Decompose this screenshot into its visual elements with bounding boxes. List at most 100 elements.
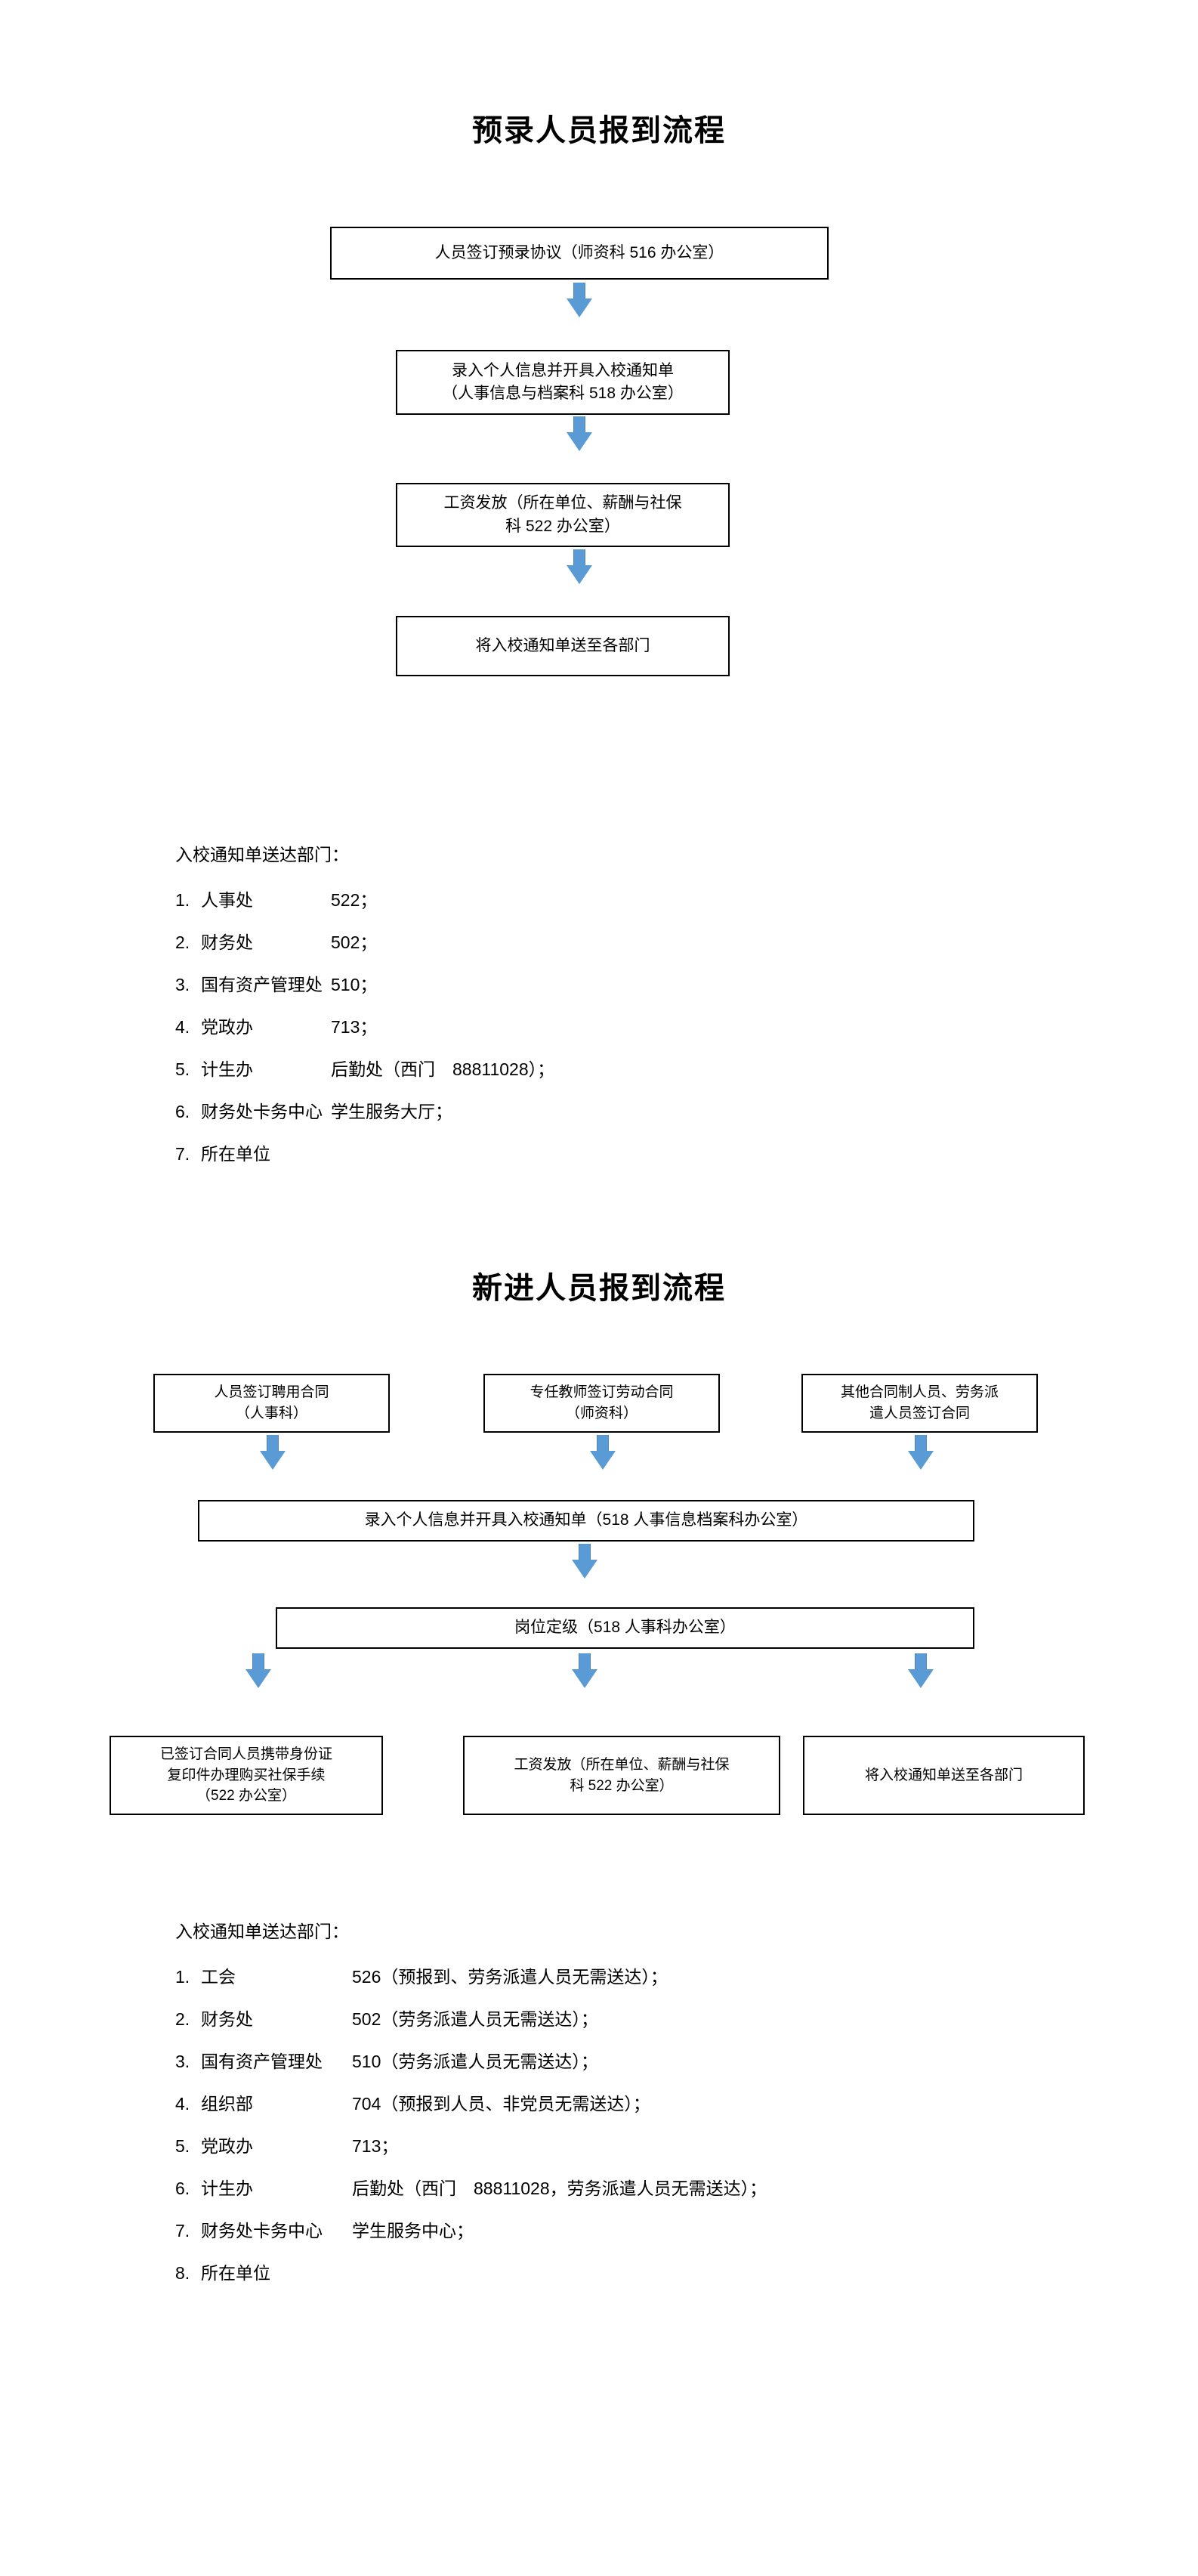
- list-item-number: 4.: [175, 1017, 190, 1037]
- flow-box-line: 复印件办理购买社保手续: [167, 1767, 326, 1783]
- flow-box-line: 将入校通知单送至各部门: [475, 636, 650, 654]
- list-heading: 入校通知单送达部门：: [175, 1922, 349, 1941]
- flow-box-sign-pre-hire-agreement: 人员签订预录协议（师资科 516 办公室）: [330, 227, 829, 280]
- flow-box-line: 人员签订预录协议（师资科 516 办公室）: [434, 243, 724, 261]
- list-item: 7. 财务处卡务中心 学生服务中心；: [175, 2216, 767, 2242]
- flow-box-line: 科 522 办公室）: [505, 517, 620, 535]
- flow-box-position-grading: 岗位定级（518 人事科办公室）: [276, 1607, 974, 1649]
- list-item: 1. 工会 526（预报到、劳务派遣人员无需送达）；: [175, 1962, 767, 1988]
- flow-box-line: （人事信息与档案科 518 办公室）: [442, 385, 684, 402]
- flow-box-line: （522 办公室）: [196, 1788, 296, 1804]
- arrow-down-icon: [245, 1653, 271, 1688]
- list-item-department: 工会: [201, 1967, 236, 1987]
- list-item-number: 5.: [175, 2136, 190, 2156]
- arrow-down-icon: [567, 283, 592, 317]
- list-item-value: 522；: [331, 890, 378, 910]
- list-item-department: 党政办: [201, 2136, 253, 2156]
- flow-box-line: 岗位定级（518 人事科办公室）: [514, 1619, 736, 1637]
- flow-box-line: 其他合同制人员、劳务派: [840, 1384, 999, 1401]
- list-item: 3. 国有资产管理处 510（劳务派遣人员无需送达）；: [175, 2047, 767, 2073]
- list-item-department: 计生办: [201, 1059, 253, 1079]
- list-item-number: 1.: [175, 1967, 190, 1987]
- list-item-department: 国有资产管理处: [201, 975, 323, 994]
- flow-box-social-insurance-procedure: 已签订合同人员携带身份证 复印件办理购买社保手续 （522 办公室）: [110, 1736, 383, 1815]
- list-item-value: 704（预报到人员、非党员无需送达）；: [352, 2094, 650, 2114]
- notice-delivery-list-new-hire: 入校通知单送达部门： 1. 工会 526（预报到、劳务派遣人员无需送达）； 2.…: [175, 1917, 767, 2301]
- list-item-number: 8.: [175, 2263, 190, 2283]
- flow-box-line: 工资发放（所在单位、薪酬与社保: [514, 1756, 730, 1773]
- flow-box-deliver-notice-to-departments-new: 将入校通知单送至各部门: [803, 1736, 1085, 1815]
- list-item-department: 财务处: [201, 2009, 253, 2029]
- list-item: 7. 所在单位: [175, 1140, 554, 1165]
- list-item-number: 7.: [175, 2221, 190, 2240]
- list-heading: 入校通知单送达部门：: [175, 845, 349, 864]
- list-item: 8. 所在单位: [175, 2259, 767, 2284]
- list-item-value: 713；: [331, 1017, 378, 1037]
- arrow-down-icon: [567, 549, 592, 584]
- list-item-value: 502；: [331, 932, 378, 952]
- list-item-number: 6.: [175, 2179, 190, 2198]
- list-item-department: 国有资产管理处: [201, 2052, 323, 2071]
- list-item-value: 学生服务大厅；: [331, 1102, 452, 1121]
- list-item-number: 1.: [175, 890, 190, 910]
- arrow-down-icon: [572, 1653, 597, 1688]
- arrow-down-icon: [567, 416, 592, 451]
- list-item-number: 3.: [175, 975, 190, 994]
- list-item-department: 所在单位: [201, 1144, 270, 1164]
- flow-box-line: 录入个人信息并开具入校通知单: [452, 361, 674, 379]
- list-item-department: 财务处卡务中心: [201, 1102, 323, 1121]
- list-item-department: 计生办: [201, 2179, 253, 2198]
- list-item: 5. 计生办 后勤处（西门 88811028）；: [175, 1055, 554, 1081]
- list-item-value: 713；: [352, 2136, 399, 2156]
- flow-box-line: （师资科）: [565, 1406, 638, 1421]
- notice-delivery-list-pre-hire: 入校通知单送达部门： 1. 人事处 522； 2. 财务处 502； 3. 国有…: [175, 840, 554, 1182]
- list-item-value: 学生服务中心；: [352, 2221, 474, 2240]
- list-item-department: 组织部: [201, 2094, 253, 2114]
- flow-box-teacher-labor-contract: 专任教师签订劳动合同 （师资科）: [483, 1374, 720, 1433]
- list-item-number: 5.: [175, 1059, 190, 1079]
- flow-box-line: 工资发放（所在单位、薪酬与社保: [443, 494, 682, 512]
- list-item: 3. 国有资产管理处 510；: [175, 970, 554, 996]
- list-item-number: 6.: [175, 1102, 190, 1121]
- flow-box-line: 已签订合同人员携带身份证: [159, 1746, 332, 1763]
- arrow-down-icon: [908, 1435, 934, 1470]
- flow-box-line: 人员签订聘用合同: [214, 1384, 329, 1401]
- arrow-down-icon: [908, 1653, 934, 1688]
- page-title-new-hire: 新进人员报到流程: [472, 1271, 726, 1305]
- flow-box-salary-payment-new: 工资发放（所在单位、薪酬与社保 科 522 办公室）: [463, 1736, 780, 1815]
- arrow-down-icon: [260, 1435, 286, 1470]
- list-item-value: 510；: [331, 975, 378, 994]
- flow-box-sign-employment-contract: 人员签订聘用合同 （人事科）: [153, 1374, 390, 1433]
- list-item-number: 2.: [175, 2009, 190, 2029]
- list-item-number: 3.: [175, 2052, 190, 2071]
- flow-box-enter-info-issue-notice-518: 录入个人信息并开具入校通知单（518 人事信息档案科办公室）: [198, 1500, 974, 1542]
- flow-box-line: 遣人员签订合同: [869, 1406, 970, 1421]
- flow-box-line: （人事科）: [235, 1406, 307, 1421]
- flow-box-line: 专任教师签订劳动合同: [530, 1384, 674, 1401]
- list-item: 1. 人事处 522；: [175, 886, 554, 911]
- list-item-number: 7.: [175, 1144, 190, 1164]
- list-item: 4. 党政办 713；: [175, 1013, 554, 1038]
- page-title-pre-hire: 预录人员报到流程: [472, 113, 726, 147]
- list-item-value: 后勤处（西门 88811028，劳务派遣人员无需送达）；: [352, 2179, 767, 2198]
- list-item: 5. 党政办 713；: [175, 2132, 767, 2157]
- list-item-value: 502（劳务派遣人员无需送达）；: [352, 2009, 598, 2029]
- list-item: 6. 计生办 后勤处（西门 88811028，劳务派遣人员无需送达）；: [175, 2174, 767, 2200]
- list-item: 6. 财务处卡务中心 学生服务大厅；: [175, 1097, 554, 1123]
- list-item-department: 财务处: [201, 932, 253, 952]
- arrow-down-icon: [590, 1435, 616, 1470]
- flow-box-line: 录入个人信息并开具入校通知单（518 人事信息档案科办公室）: [364, 1511, 808, 1529]
- flow-box-enter-info-issue-notice: 录入个人信息并开具入校通知单 （人事信息与档案科 518 办公室）: [396, 350, 730, 415]
- list-item: 2. 财务处 502；: [175, 928, 554, 954]
- list-item: 4. 组织部 704（预报到人员、非党员无需送达）；: [175, 2089, 767, 2115]
- flow-box-line: 科 522 办公室）: [570, 1777, 674, 1794]
- list-item-value: 后勤处（西门 88811028）；: [331, 1059, 555, 1079]
- list-item-department: 人事处: [201, 890, 253, 910]
- list-item-department: 党政办: [201, 1017, 253, 1037]
- list-item-department: 财务处卡务中心: [201, 2221, 323, 2240]
- list-item: 2. 财务处 502（劳务派遣人员无需送达）；: [175, 2005, 767, 2030]
- list-item-department: 所在单位: [201, 2263, 270, 2283]
- flow-box-other-contract-dispatch-personnel: 其他合同制人员、劳务派 遣人员签订合同: [801, 1374, 1038, 1433]
- list-item-value: 510（劳务派遣人员无需送达）；: [352, 2052, 598, 2071]
- list-item-number: 2.: [175, 932, 190, 952]
